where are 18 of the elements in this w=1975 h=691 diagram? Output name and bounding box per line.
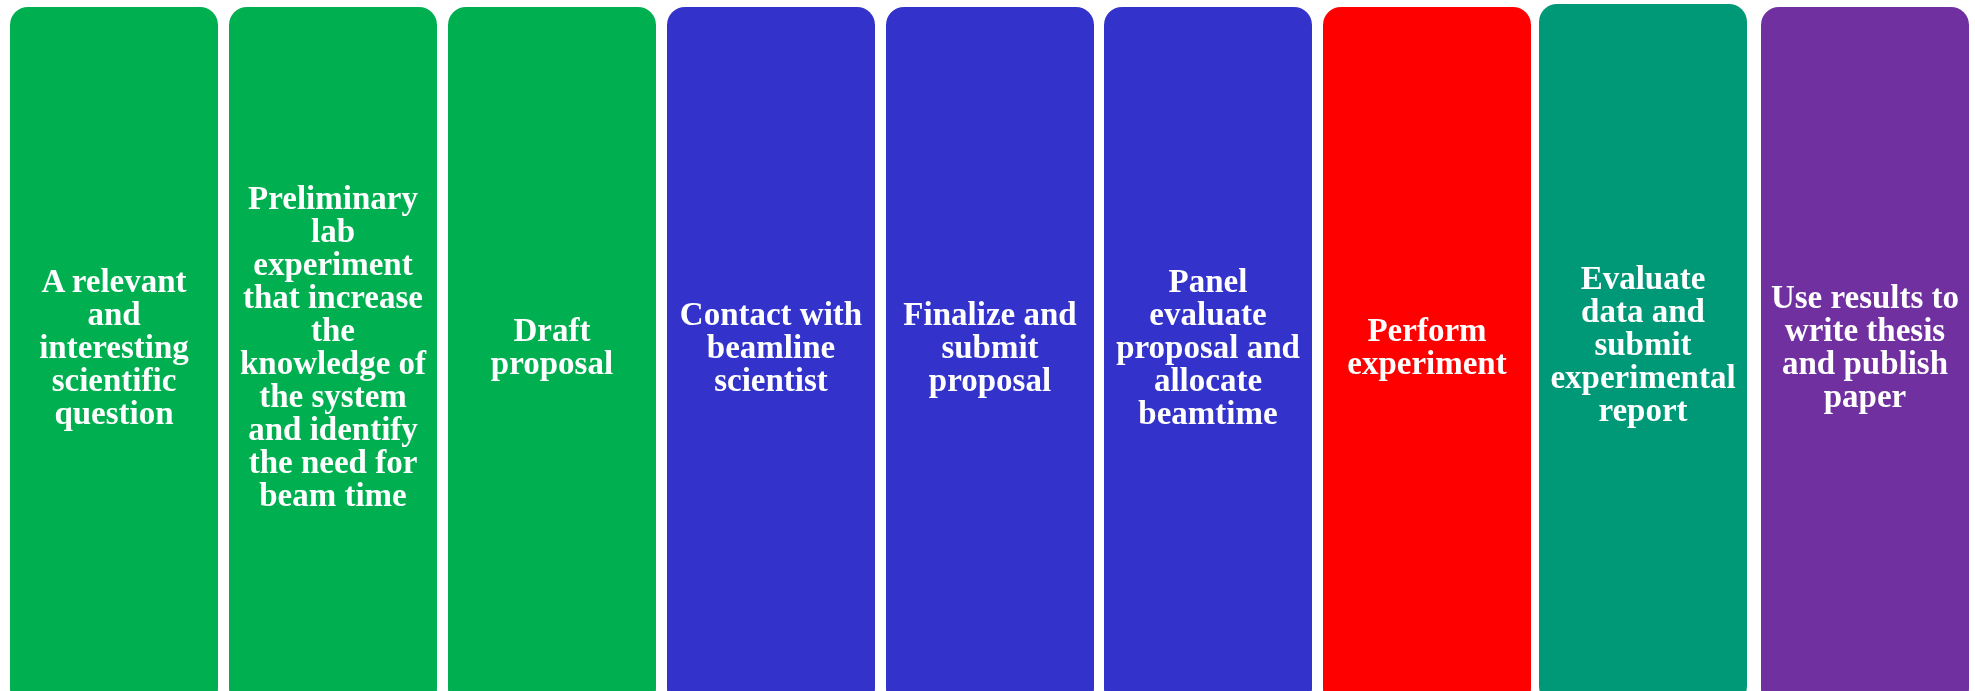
step-box (667, 7, 875, 691)
step-label: Evaluate data and submit experimental report (1549, 261, 1737, 427)
step-label: Panel evaluate proposal and allocate beamtime (1115, 264, 1301, 430)
step-box (1539, 4, 1747, 691)
step-box (229, 7, 437, 691)
step-box (448, 7, 656, 691)
step-label: Perform experiment (1346, 314, 1508, 380)
step-box (10, 7, 218, 691)
step-label: A relevant and interesting scientific question (38, 264, 190, 430)
step-box (1323, 7, 1531, 691)
step-label: Draft proposal (489, 314, 615, 380)
step-box (886, 7, 1094, 691)
step-label: Preliminary lab experiment that increase the knowledge of the system and identify the need for beam time (238, 182, 428, 512)
step-box (1104, 7, 1312, 691)
step-box (1761, 7, 1969, 691)
step-label: Contact with beamline scientist (678, 297, 864, 397)
step-label: Finalize and submit proposal (902, 297, 1078, 397)
step-label: Use results to write thesis and publish paper (1769, 281, 1961, 413)
